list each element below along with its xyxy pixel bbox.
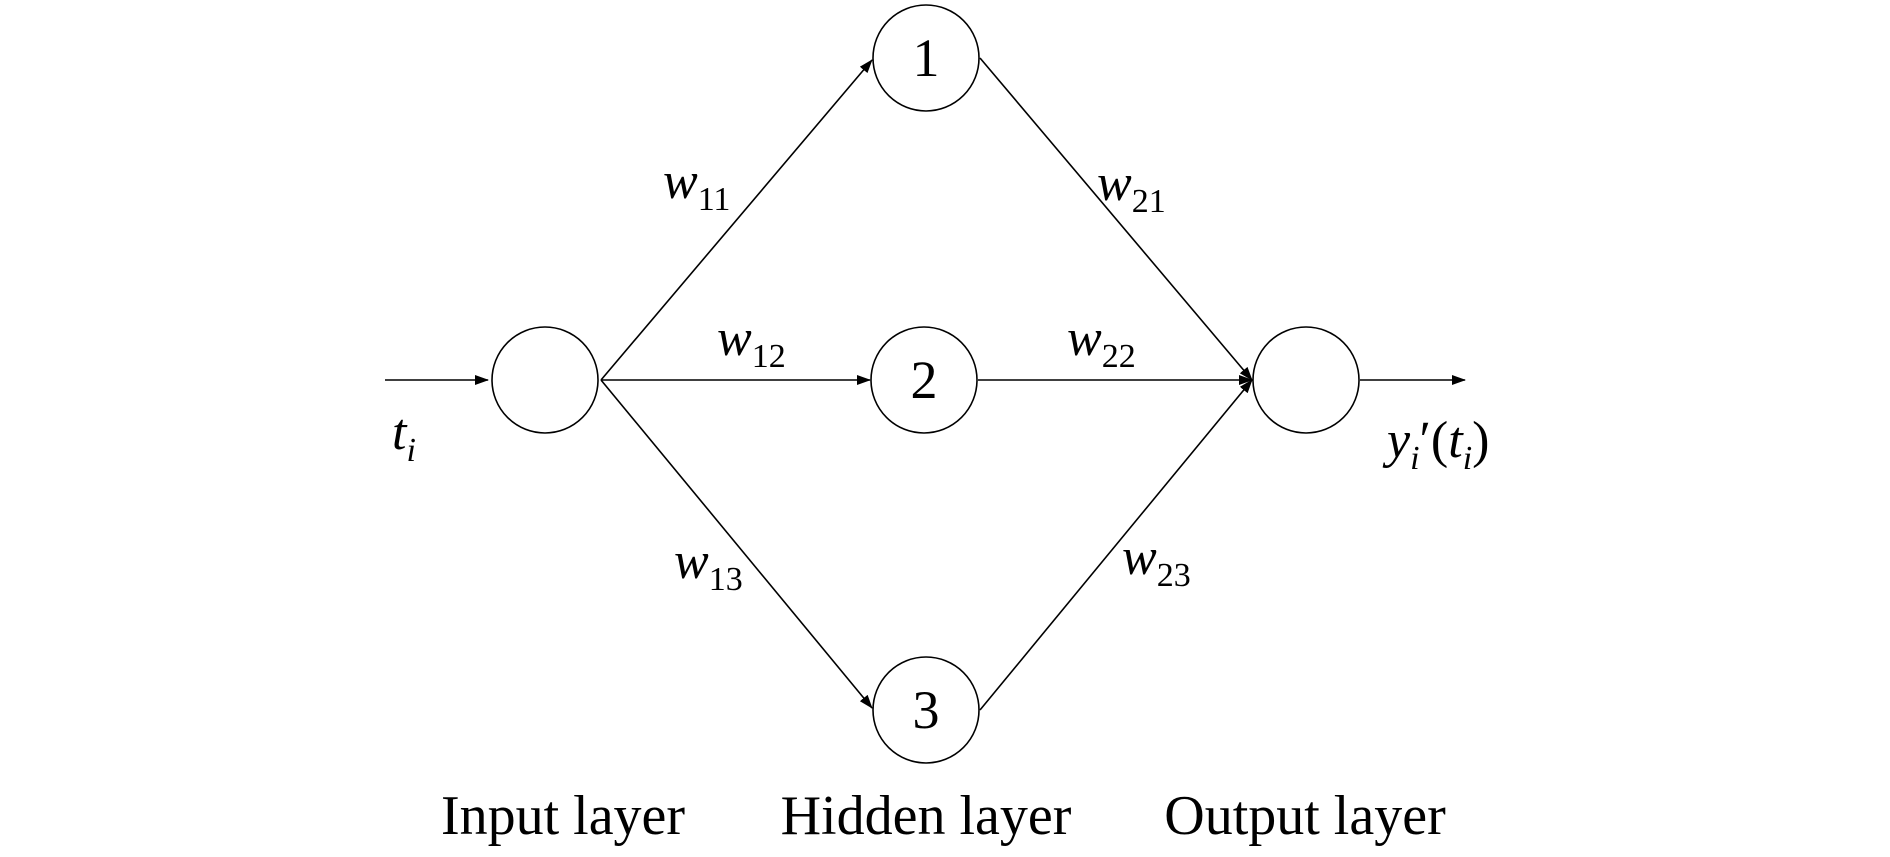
weight-label-w12: w12 <box>717 310 786 375</box>
layer-label-output: Output layer <box>1164 785 1446 847</box>
weight-label-w21: w21 <box>1097 155 1166 220</box>
input-signal-label: ti <box>392 404 416 469</box>
hidden-node-2: 2 <box>870 326 978 434</box>
weight-label-w23: w23 <box>1122 529 1191 594</box>
layer-label-hidden: Hidden layer <box>781 785 1072 847</box>
hidden-node-3: 3 <box>872 656 980 764</box>
edge-hidden-1-to-output <box>979 57 1253 381</box>
edge-hidden-3-to-output <box>979 379 1253 711</box>
hidden-node-3-label: 3 <box>913 680 940 740</box>
weight-label-w22: w22 <box>1067 310 1136 375</box>
weight-label-w11: w11 <box>663 153 730 218</box>
hidden-node-1: 1 <box>872 4 980 112</box>
hidden-node-2-label: 2 <box>911 350 938 410</box>
output-node <box>1252 326 1360 434</box>
edge-input-to-hidden-1 <box>600 59 873 381</box>
edge-input-to-hidden-3 <box>600 379 873 709</box>
input-node <box>491 326 599 434</box>
output-signal-label: yi′(ti) <box>1382 412 1489 477</box>
layer-label-input: Input layer <box>441 785 685 847</box>
weight-label-w13: w13 <box>674 533 743 598</box>
hidden-node-1-label: 1 <box>913 28 940 88</box>
